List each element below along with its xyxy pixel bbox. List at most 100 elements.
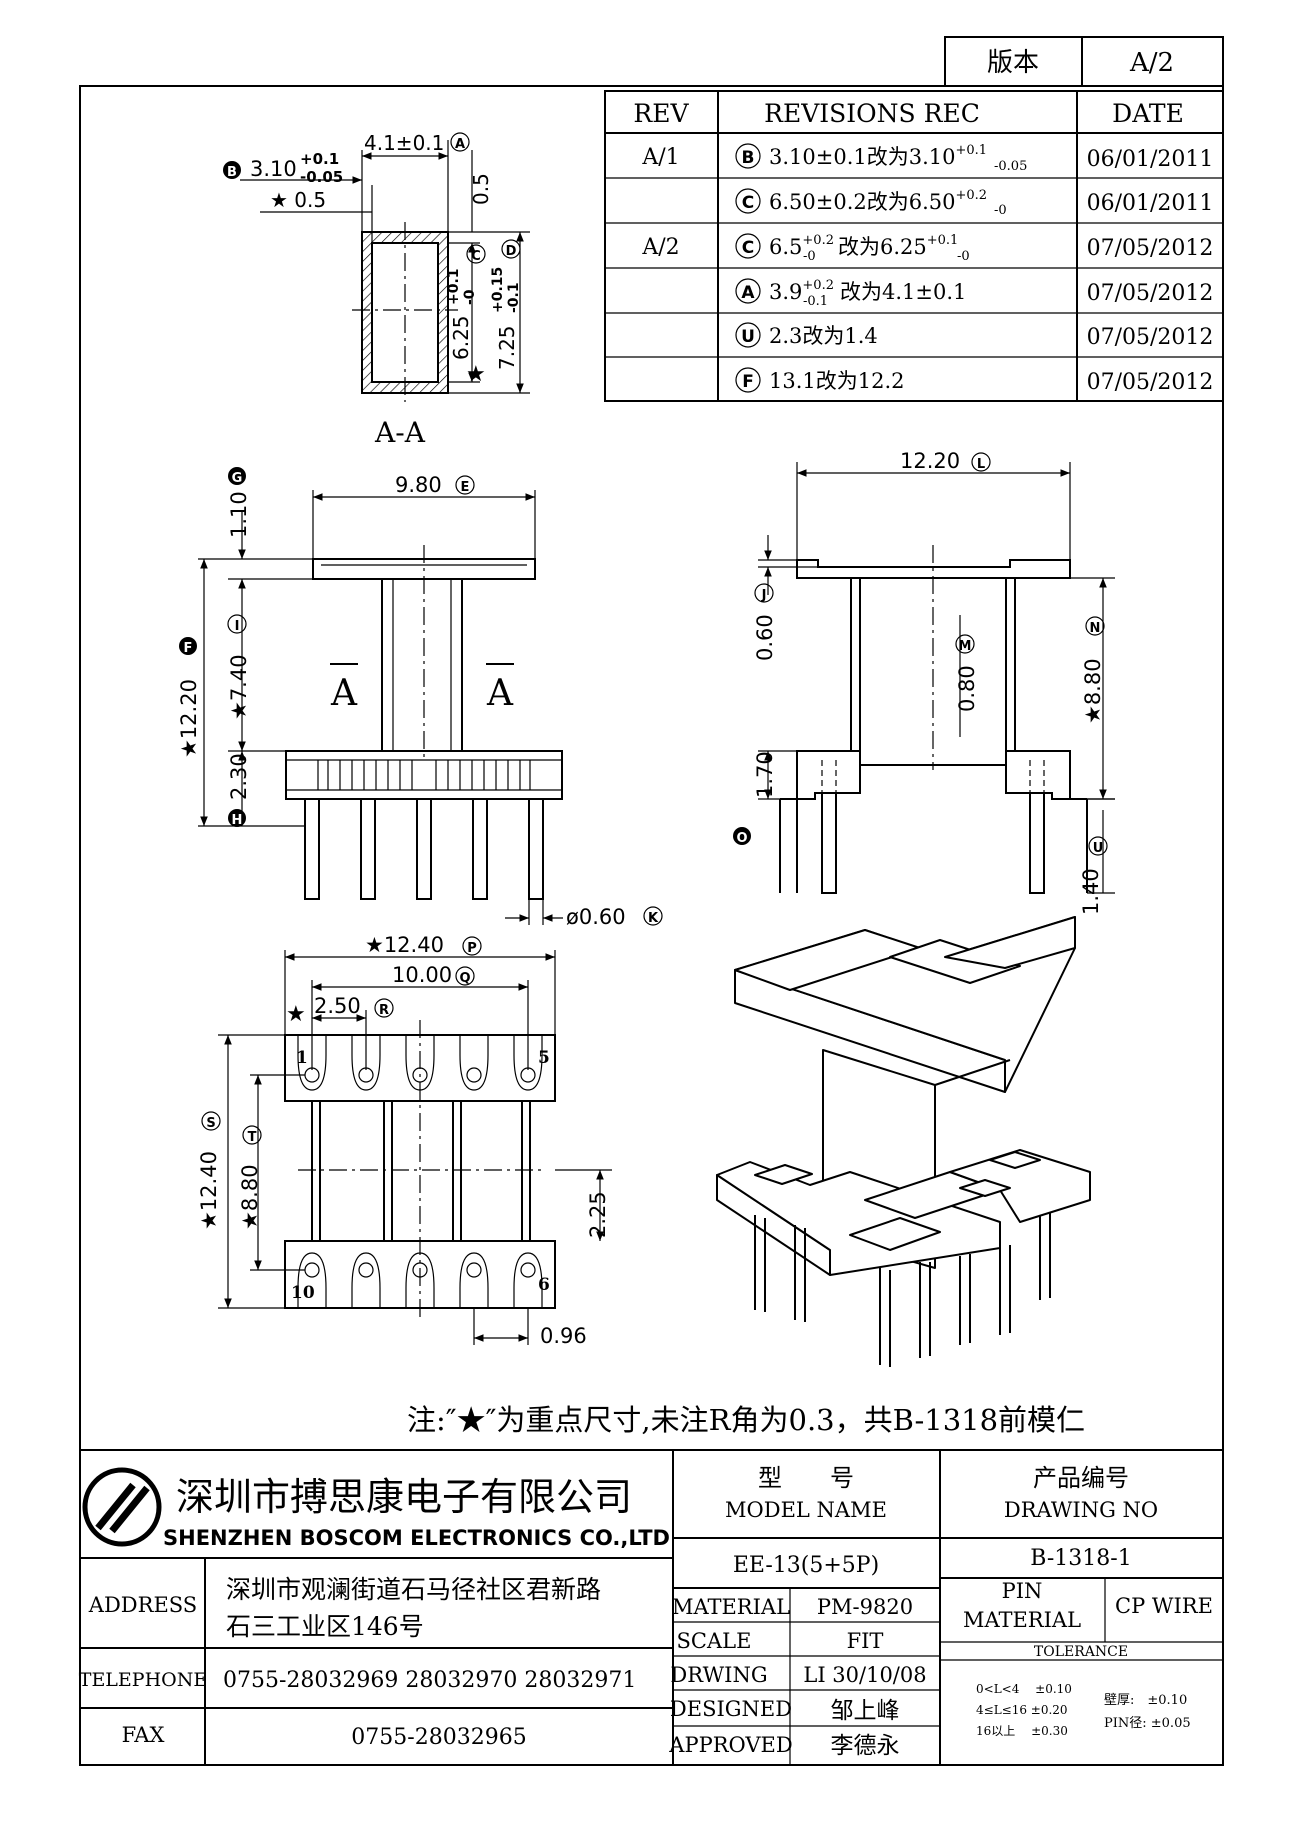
address-label: ADDRESS — [88, 1593, 197, 1617]
aa-dim-c-up: +0.1 — [446, 268, 462, 305]
aa-mark-c: C — [471, 249, 481, 264]
front-dim-e: 9.80 — [395, 473, 442, 497]
rev-row-1-rev: A/1 — [641, 145, 679, 170]
side-mark-j: J — [761, 588, 767, 603]
version-box: 版本 A/2 — [944, 36, 1224, 87]
rev-row-1-text: 3.10±0.1改为3.10+0.1 — [769, 143, 987, 169]
approved-value: 李德永 — [831, 1733, 900, 1759]
bottom-dim-s: ★12.40 — [197, 1151, 221, 1230]
telephone-value: 0755-28032969 28032970 28032971 — [223, 1668, 636, 1693]
side-mark-m: M — [959, 639, 972, 654]
company-logo-icon — [82, 1467, 162, 1547]
front-mark-e: E — [461, 480, 470, 495]
drawing-no-en: DRAWING NO — [1004, 1498, 1158, 1522]
side-dim-m: 0.80 — [955, 665, 979, 712]
front-view: A A 9.80 E G 1.10 I ★7.40 F ★12.20 2.30 … — [177, 467, 663, 929]
front-dim-k: ø0.60 — [566, 905, 626, 929]
side-dim-u: 1.40 — [1079, 868, 1103, 915]
rev-row-1-date: 06/01/2011 — [1087, 147, 1214, 172]
front-section-mark-left: A — [330, 673, 358, 714]
drwing-label: DRWING — [670, 1663, 767, 1687]
aa-section-label: A-A — [374, 416, 426, 449]
fax-label: FAX — [122, 1723, 165, 1747]
aa-dim-a: 4.1±0.1 — [364, 131, 444, 155]
rev-row-4-suffix: 改为4.1±0.1 — [840, 280, 966, 304]
pin-5-label: 5 — [538, 1048, 550, 1068]
tolerance-line-3: 16以上 ±0.30 — [976, 1724, 1068, 1738]
side-mark-u: U — [1093, 841, 1104, 856]
drawing-note: 注:″★″为重点尺寸,未注R角为0.3，共B-1318前模仁 — [407, 1403, 1085, 1437]
rev-row-5-text: 2.3改为1.4 — [769, 324, 878, 348]
rev-row-3-mark: C — [742, 238, 754, 258]
pin-material-label-1: PIN — [1002, 1579, 1043, 1603]
bottom-dim-t: ★8.80 — [238, 1164, 262, 1230]
rev-header: REV — [633, 99, 689, 128]
date-header: DATE — [1112, 99, 1184, 128]
front-mark-k: K — [648, 911, 659, 926]
bottom-dim-star: ★ — [286, 1002, 306, 1027]
scale-value: FIT — [847, 1629, 884, 1653]
front-dim-g: 1.10 — [227, 491, 251, 538]
aa-mark-d: D — [506, 244, 517, 259]
side-dim-n: ★8.80 — [1081, 658, 1105, 724]
aa-dim-b-dn: -0.05 — [300, 168, 343, 186]
tolerance-line-1: 0<L<4 ±0.10 — [976, 1682, 1072, 1696]
front-dim-h: 2.30 — [227, 753, 251, 800]
bottom-view: 1 5 10 6 ★12.40 P 10.00 Q ★ 2.50 R S ★12… — [197, 933, 612, 1348]
aa-dim-c-dn: -0 — [462, 289, 478, 305]
telephone-label: TELEPHONE — [79, 1669, 207, 1691]
rev-row-5-date: 07/05/2012 — [1087, 325, 1214, 350]
revisions-table: REV REVISIONS REC DATE A/1 B 3.10±0.1改为3… — [604, 90, 1224, 402]
bottom-mark-s: S — [206, 1116, 215, 1131]
bottom-dim-p: ★12.40 — [365, 933, 444, 957]
rec-header: REVISIONS REC — [764, 99, 980, 128]
side-view: 12.20 L J 0.60 M 0.80 N ★8.80 1.70 O U 1… — [733, 449, 1115, 915]
rev-row-2-date: 06/01/2011 — [1087, 191, 1214, 216]
rev-row-3-rev: A/2 — [641, 235, 679, 260]
drawing-no-cn: 产品编号 — [1033, 1464, 1129, 1492]
tolerance-line-2: 4≤L≤16 ±0.20 — [976, 1703, 1068, 1717]
side-dim-o: 1.70 — [753, 751, 777, 798]
bottom-mark-t: T — [248, 1130, 257, 1145]
pin-material-label-2: MATERIAL — [963, 1608, 1081, 1632]
fax-value: 0755-28032965 — [351, 1725, 526, 1750]
rev-row-6-mark: F — [742, 372, 754, 392]
designed-label: DESIGNED — [670, 1697, 792, 1721]
front-mark-h: H — [232, 813, 243, 828]
rev-row-1-tol-dn: -0.05 — [994, 159, 1027, 174]
company-name-cn: 深圳市搏思康电子有限公司 — [176, 1475, 632, 1519]
approved-label: APPROVED — [668, 1733, 792, 1757]
aa-dim-c: 6.25 — [449, 315, 473, 360]
rev-row-4-text: 3.9+0.2 — [769, 278, 834, 304]
aa-dim-d-up: +0.15 — [490, 267, 506, 313]
address-line-1: 深圳市观澜街道石马径社区君新路 — [226, 1575, 601, 1604]
rev-row-3-suffix: 改为6.25+0.1 — [838, 233, 958, 259]
address-line-2: 石三工业区146号 — [226, 1612, 424, 1641]
model-name-cn: 型 号 — [758, 1464, 854, 1492]
designed-value: 邹上峰 — [831, 1698, 900, 1724]
tolerance-pin: PIN径: ±0.05 — [1104, 1716, 1191, 1731]
bottom-mark-q: Q — [459, 971, 470, 986]
rev-row-5-mark: U — [741, 327, 755, 347]
pin-6-label: 6 — [538, 1275, 550, 1295]
material-label: MATERIAL — [672, 1595, 790, 1619]
drawing-no-value: B-1318-1 — [1030, 1546, 1131, 1571]
aa-dim-top05: 0.5 — [469, 173, 493, 205]
rev-row-3-tol-dn: -0 — [803, 249, 816, 264]
aa-dim-star05: ★ 0.5 — [270, 188, 326, 212]
rev-row-3-text: 6.5+0.2 — [769, 233, 834, 259]
title-block: 深圳市搏思康电子有限公司 SHENZHEN BOSCOM ELECTRONICS… — [79, 1449, 1223, 1765]
pin-10-label: 10 — [291, 1283, 315, 1303]
rev-row-3-date: 07/05/2012 — [1087, 236, 1214, 261]
bottom-dim-r: 2.50 — [314, 994, 361, 1018]
aa-dim-b: 3.10 — [250, 157, 297, 181]
front-mark-g: G — [232, 471, 243, 486]
pin-material-value: CP WIRE — [1115, 1594, 1213, 1618]
drawing-border — [79, 85, 1224, 1766]
rev-row-4-tol-dn: -0.1 — [803, 294, 828, 309]
bottom-dim-q: 10.00 — [392, 963, 452, 987]
model-name-en: MODEL NAME — [725, 1498, 887, 1522]
bottom-mark-r: R — [379, 1003, 389, 1018]
bottom-mark-p: P — [467, 941, 477, 956]
